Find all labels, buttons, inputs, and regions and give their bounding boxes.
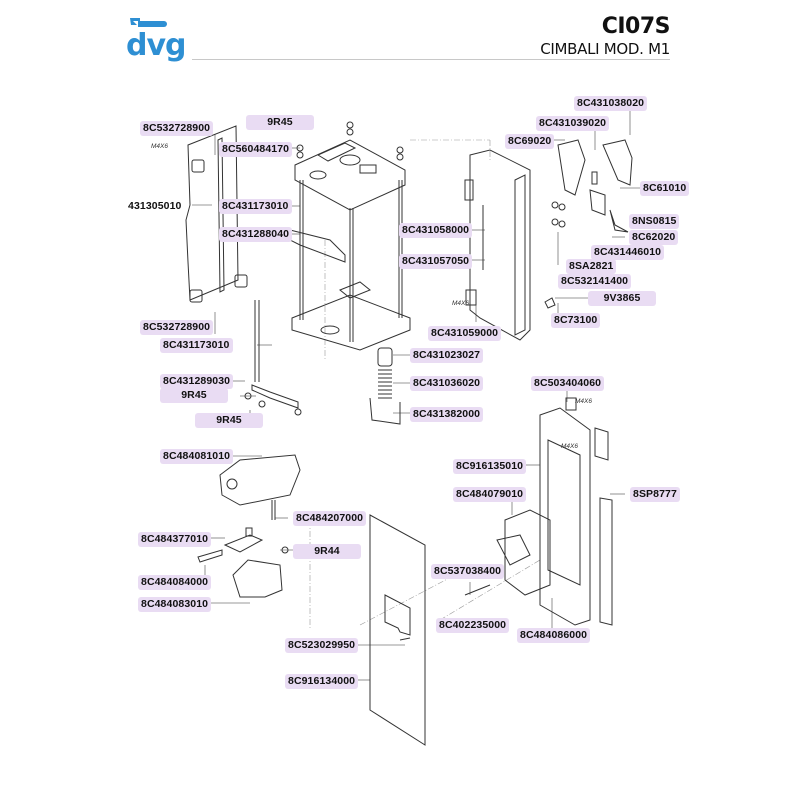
part-label[interactable]: 9R44 [293,544,361,559]
part-label[interactable]: 8C484207000 [293,511,367,526]
part-label[interactable]: 8C484377010 [138,532,212,547]
part-label[interactable]: 8C61010 [640,181,690,196]
brand-logo-text: dvg [126,28,187,63]
part-label[interactable]: 8C532141400 [558,274,632,289]
screw-size-annotation: M4X6 [575,398,592,405]
part-label[interactable]: 8C431382000 [410,407,484,422]
part-label[interactable]: 9R45 [195,413,263,428]
part-label[interactable]: 8C484084000 [138,575,212,590]
part-label[interactable]: 8C431039020 [536,116,610,131]
top-frame-plate [294,121,406,211]
header-divider [192,59,670,60]
part-label[interactable]: 8C431446010 [591,245,665,260]
part-label[interactable]: 8C73100 [551,313,601,328]
part-label[interactable]: 8C916134000 [285,674,359,689]
part-label[interactable]: 8C916135010 [453,459,527,474]
part-label[interactable]: 8C431173010 [219,199,292,214]
part-label[interactable]: 8C402235000 [436,618,510,633]
part-label[interactable]: 8C560484170 [219,142,293,157]
part-label[interactable]: 8C523029950 [285,638,359,653]
bottom-frame-plate [291,281,411,351]
model-name-subtitle: CIMBALI MOD. M1 [540,40,670,58]
part-label[interactable]: 8NS0815 [629,214,680,229]
part-label[interactable]: 8C532728900 [140,320,214,335]
part-label[interactable]: 8C503404060 [531,376,605,391]
part-label[interactable]: 8C62020 [629,230,679,245]
part-label[interactable]: 9R45 [160,388,228,403]
part-label[interactable]: 8C431023027 [410,348,484,363]
model-code-title: CI07S [601,14,671,39]
screw-size-annotation: M4X6 [452,300,469,307]
part-label[interactable]: 8SA2821 [566,259,617,274]
part-label[interactable]: 8C431058000 [399,223,473,238]
part-label[interactable]: 8C431059000 [428,326,502,341]
part-label[interactable]: 8C69020 [505,134,555,149]
part-label[interactable]: 431305010 [128,200,182,212]
part-label[interactable]: 8C484079010 [453,487,527,502]
part-label[interactable]: 8C431038020 [574,96,648,111]
part-label[interactable]: 8C431289030 [160,374,234,389]
part-label[interactable]: 8C431036020 [410,376,484,391]
shroud-parts [544,139,633,309]
part-label[interactable]: 8C484083010 [138,597,212,612]
motor-housing [464,509,551,596]
screw-size-annotation: M4X6 [151,143,168,150]
part-label[interactable]: 8C431288040 [219,227,293,242]
part-label[interactable]: 8C484081010 [160,449,234,464]
guide-rods [254,180,403,382]
part-label[interactable]: 9R45 [246,115,314,130]
lower-right-panel [539,397,613,626]
screw-size-annotation: M4X6 [561,443,578,450]
spring-assembly [369,347,401,425]
part-label[interactable]: 8C431173010 [160,338,233,353]
dvg-logo-icon [130,18,167,27]
part-label[interactable]: 9V3865 [588,291,656,306]
part-label[interactable]: 8C532728900 [140,121,214,136]
part-label[interactable]: 8SP8777 [630,487,680,502]
front-panel [369,514,426,746]
lever-arm [251,384,299,409]
mounting-bracket [289,229,346,263]
right-side-frame [464,149,531,341]
cover-assembly [197,454,301,598]
part-label[interactable]: 8C431057050 [399,254,473,269]
part-label[interactable]: 8C484086000 [517,628,591,643]
part-label[interactable]: 8C537038400 [431,564,505,579]
